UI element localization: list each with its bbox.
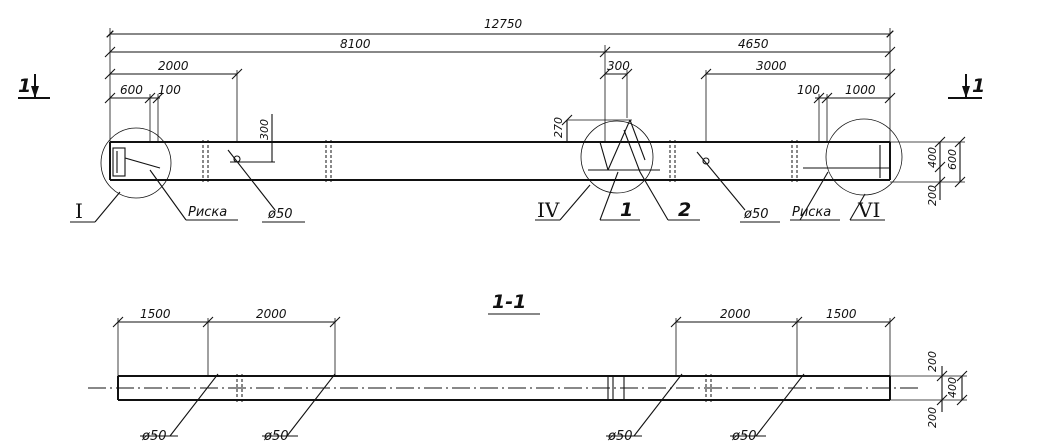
dim-right-100: 100 xyxy=(797,83,820,97)
label-leaders xyxy=(70,169,885,223)
section-marker-left: 1 xyxy=(18,74,50,99)
dim-left-1500: 1500 xyxy=(140,307,171,321)
dim-right-600: 600 xyxy=(946,149,959,170)
section-dimension-lines xyxy=(112,316,968,412)
dim-right-1500: 1500 xyxy=(826,307,857,321)
hole-left-label: ø50 xyxy=(267,207,293,222)
dim-right-200: 200 xyxy=(926,185,939,206)
dim-left-part: 8100 xyxy=(340,37,371,51)
top-view: 1 1 12750 8100 xyxy=(18,17,985,223)
dim-overall: 12750 xyxy=(484,17,523,31)
hole-right-label: ø50 xyxy=(743,207,769,222)
section-hole-3: ø50 xyxy=(607,429,633,444)
section-holes xyxy=(140,373,805,437)
section-hole-4: ø50 xyxy=(731,429,757,444)
section-hole-1: ø50 xyxy=(141,429,167,444)
dim-right-400: 400 xyxy=(926,147,939,168)
section-hole-2: ø50 xyxy=(263,429,289,444)
section-marker-right: 1 xyxy=(948,74,985,99)
section-title: 1-1 xyxy=(492,291,526,313)
pos-2-label: 2 xyxy=(678,199,691,221)
pos-1-label: 1 xyxy=(620,199,633,221)
section-label-left: 1 xyxy=(18,75,31,97)
mark-right-label: Риска xyxy=(792,205,831,220)
dim-center-300: 300 xyxy=(607,59,630,73)
node-VI-label: VI xyxy=(857,198,880,222)
left-end-detail xyxy=(100,127,172,199)
node-I-label: I xyxy=(75,199,83,223)
dim-left-2000: 2000 xyxy=(256,307,287,321)
dim-side-400: 400 xyxy=(946,377,959,398)
mark-left-label: Риска xyxy=(188,205,227,220)
dim-left-100: 100 xyxy=(158,83,181,97)
dim-right-2000: 2000 xyxy=(720,307,751,321)
dim-side-200-top: 200 xyxy=(926,351,939,372)
dim-left-hole: 2000 xyxy=(158,59,189,73)
section-view: 1-1 xyxy=(88,291,968,444)
dim-right-part: 4650 xyxy=(738,37,769,51)
dim-hole-300: 300 xyxy=(258,119,271,140)
node-IV-label: IV xyxy=(537,198,560,222)
dim-left-600: 600 xyxy=(120,83,143,97)
beam-outline xyxy=(109,140,891,182)
center-node xyxy=(580,119,660,194)
dimension-lines-top xyxy=(104,28,966,200)
dim-center-270: 270 xyxy=(552,117,565,138)
dim-right-1000: 1000 xyxy=(845,83,876,97)
dim-right-hole: 3000 xyxy=(756,59,787,73)
section-beam xyxy=(88,374,918,402)
dim-side-200-bottom: 200 xyxy=(926,407,939,428)
section-label-right: 1 xyxy=(972,75,985,97)
holes-top xyxy=(227,149,746,211)
